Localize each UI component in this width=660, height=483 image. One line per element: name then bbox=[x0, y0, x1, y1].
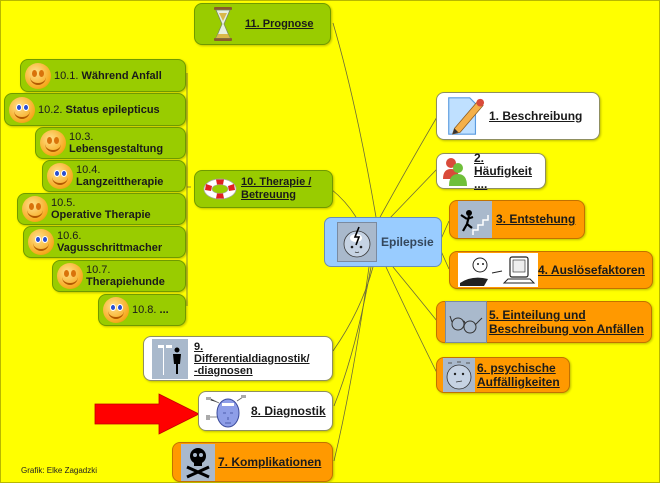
smiley-icon bbox=[57, 263, 83, 289]
cartoon-computer-icon bbox=[458, 253, 538, 287]
subitem-10-1[interactable]: 10.1. Während Anfall bbox=[20, 59, 186, 92]
branch-entstehung[interactable]: 3. Entstehung bbox=[449, 200, 585, 239]
branch-entstehung-label: 3. Entstehung bbox=[496, 212, 576, 226]
branch-therapie-label: 10. Therapie /Betreuung bbox=[241, 176, 312, 201]
branch-differentialdiagnostik[interactable]: 9.Differentialdiagnostik/-diagnosen bbox=[143, 336, 333, 381]
subitem-text: Lebensgestaltung bbox=[69, 143, 164, 155]
smiley-icon bbox=[103, 297, 129, 323]
branch-ausloesefaktoren-label: 4. Auslösefaktoren bbox=[538, 262, 645, 277]
skull-crossbones-icon bbox=[181, 443, 215, 481]
credit-text: Grafik: Elke Zagadzki bbox=[21, 466, 98, 475]
subitem-10-8[interactable]: 10.8. ... bbox=[98, 294, 186, 326]
glasses-icon bbox=[445, 301, 487, 343]
signpost-person-icon bbox=[152, 338, 188, 379]
subitem-text: Status epilepticus bbox=[65, 103, 160, 116]
subitem-number: 10.6. bbox=[57, 230, 82, 242]
branch-differentialdiagnostik-label: 9.Differentialdiagnostik/-diagnosen bbox=[194, 340, 310, 377]
branch-diagnostik[interactable]: 8. Diagnostik bbox=[198, 391, 333, 431]
subitem-text: Therapiehunde bbox=[86, 276, 165, 288]
subitem-10-4[interactable]: 10.4.Langzeittherapie bbox=[42, 160, 186, 192]
subitem-text: Operative Therapie bbox=[51, 209, 151, 221]
branch-ausloesefaktoren[interactable]: 4. Auslösefaktoren bbox=[449, 251, 653, 289]
subitem-number: 10.7. bbox=[86, 264, 111, 276]
branch-diagnostik-label: 8. Diagnostik bbox=[251, 403, 326, 418]
subitem-text: Vagusschrittmacher bbox=[57, 242, 163, 254]
subitem-text: Langzeittherapie bbox=[76, 176, 164, 188]
branch-therapie[interactable]: 10. Therapie /Betreuung bbox=[194, 170, 333, 208]
head-electrodes-icon bbox=[205, 391, 247, 431]
subitem-number: 10.4. bbox=[76, 164, 101, 176]
branch-prognose[interactable]: 11. Prognose bbox=[194, 3, 331, 45]
subitem-number: 10.1. bbox=[54, 69, 79, 82]
center-label: Epilepsie bbox=[381, 235, 434, 249]
pencil-document-icon bbox=[443, 93, 485, 139]
center-node-epilepsie[interactable]: Epilepsie bbox=[324, 217, 442, 267]
hourglass-icon bbox=[209, 6, 237, 42]
subitem-10-7[interactable]: 10.7.Therapiehunde bbox=[52, 260, 186, 292]
epilepsy-head-icon bbox=[337, 222, 377, 262]
red-arrow-icon bbox=[94, 393, 200, 435]
dizzy-face-icon bbox=[443, 358, 475, 392]
smiley-icon bbox=[47, 163, 73, 189]
subitem-10-2[interactable]: 10.2. Status epilepticus bbox=[4, 93, 186, 126]
subitem-10-3[interactable]: 10.3.Lebensgestaltung bbox=[35, 127, 186, 159]
subitem-number: 10.2. bbox=[38, 103, 63, 116]
subitem-text: ... bbox=[159, 304, 169, 316]
branch-komplikationen[interactable]: 7. Komplikationen bbox=[172, 442, 333, 482]
branch-prognose-label: 11. Prognose bbox=[245, 17, 314, 30]
people-icon bbox=[440, 155, 470, 187]
lifebuoy-icon bbox=[203, 174, 237, 204]
smiley-icon bbox=[28, 229, 54, 255]
subitem-number: 10.8. bbox=[132, 304, 157, 316]
falling-stairs-icon bbox=[458, 201, 492, 238]
subitem-10-6[interactable]: 10.6.Vagusschrittmacher bbox=[23, 226, 186, 258]
smiley-icon bbox=[22, 196, 48, 222]
branch-beschreibung-label: 1. Beschreibung bbox=[489, 108, 583, 123]
branch-beschreibung[interactable]: 1. Beschreibung bbox=[436, 92, 600, 140]
smiley-icon bbox=[9, 96, 35, 123]
subitem-text: Während Anfall bbox=[81, 69, 162, 82]
subitem-number: 10.5. bbox=[51, 197, 76, 209]
smiley-icon bbox=[40, 130, 66, 156]
subitem-number: 10.3. bbox=[69, 131, 94, 143]
branch-haeufigkeit-label: 2. Häufigkeit .... bbox=[474, 150, 533, 191]
subitem-10-5[interactable]: 10.5.Operative Therapie bbox=[17, 193, 186, 225]
branch-komplikationen-label: 7. Komplikationen bbox=[218, 454, 322, 469]
smiley-icon bbox=[25, 62, 51, 89]
branch-haeufigkeit[interactable]: 2. Häufigkeit .... bbox=[436, 150, 546, 191]
